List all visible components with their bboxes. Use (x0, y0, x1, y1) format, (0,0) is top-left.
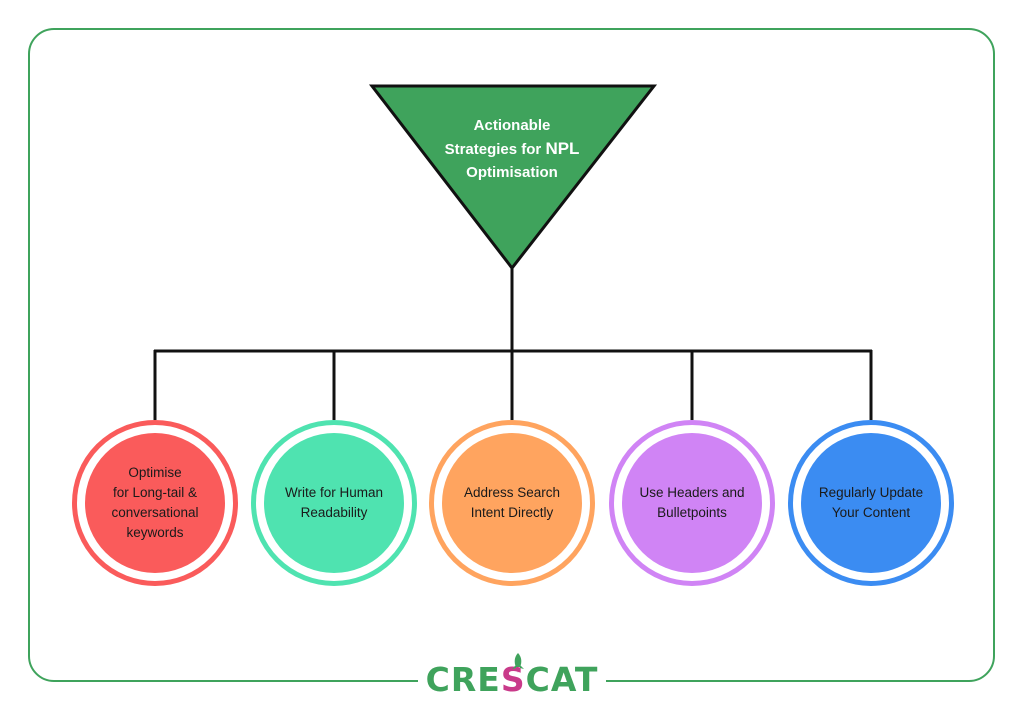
strategy-circle: Write for Human Readability (264, 433, 404, 573)
brand-name-right: CAT (525, 659, 599, 699)
strategy-node-intent: Address Search Intent Directly (429, 420, 595, 586)
title-line-1: Actionable (473, 117, 551, 134)
strategy-label: Regularly Update Your Content (818, 485, 924, 520)
strategy-node-readability: Write for Human Readability (251, 420, 417, 586)
logo-gap (418, 664, 606, 704)
strategy-label: Use Headers and Bulletpoints (639, 485, 745, 520)
title-line-3: Optimisation (466, 164, 558, 181)
strategy-circle: Address Search Intent Directly (442, 433, 582, 573)
title-line-2: Strategies for NPL (444, 139, 580, 158)
strategy-circle: Optimise for Long-tail & conversational … (85, 433, 225, 573)
strategy-node-longtail: Optimise for Long-tail & conversational … (72, 420, 238, 586)
strategy-node-update: Regularly Update Your Content (788, 420, 954, 586)
title-triangle (368, 84, 658, 271)
strategy-label: Optimise for Long-tail & conversational … (111, 465, 199, 540)
strategy-circle: Regularly Update Your Content (801, 433, 941, 573)
diagram-title: Actionable Strategies for NPL Optimisati… (412, 114, 612, 184)
strategy-label: Address Search Intent Directly (463, 485, 561, 520)
strategy-circle: Use Headers and Bulletpoints (622, 433, 762, 573)
brand-name-left: CRE (425, 659, 501, 699)
strategy-label: Write for Human Readability (284, 485, 384, 520)
rocket-icon (512, 653, 524, 673)
strategy-node-headers: Use Headers and Bulletpoints (609, 420, 775, 586)
